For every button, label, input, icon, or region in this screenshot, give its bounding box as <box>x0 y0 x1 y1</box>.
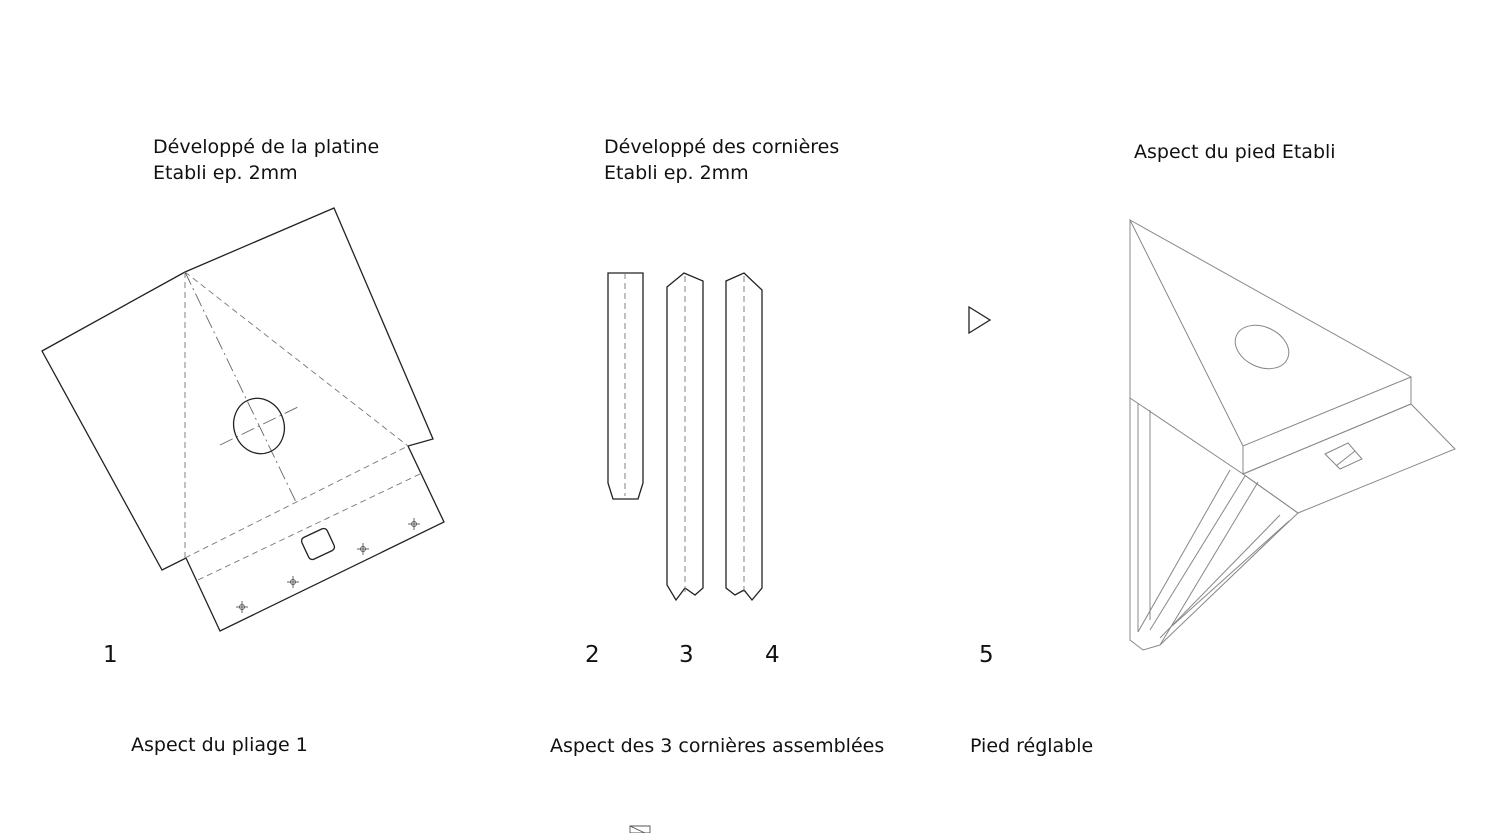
angles-title: Développé des cornières <box>604 136 840 158</box>
caption-fold: Aspect du pliage 1 <box>131 734 308 756</box>
angle-development-3 <box>666 272 704 602</box>
angles-subtitle: Etabli ep. 2mm <box>604 162 749 184</box>
part-number-3: 3 <box>679 642 694 668</box>
caption-adjustable-foot: Pied réglable <box>970 735 1094 757</box>
triangle-marker <box>968 305 992 335</box>
foot-title: Aspect du pied Etabli <box>1134 141 1336 163</box>
foot-isometric-view <box>1128 218 1456 651</box>
plate-development-drawing <box>41 207 445 632</box>
caption-angles-assembled: Aspect des 3 cornières assemblées <box>550 735 885 757</box>
plate-title: Développé de la platine <box>153 136 380 158</box>
part-number-1: 1 <box>103 642 118 668</box>
sheet-mark <box>629 825 651 833</box>
angle-development-4 <box>725 272 763 602</box>
angle-development-2 <box>607 272 644 500</box>
plate-subtitle: Etabli ep. 2mm <box>153 162 298 184</box>
part-number-4: 4 <box>765 642 780 668</box>
part-number-5: 5 <box>979 642 994 668</box>
part-number-2: 2 <box>585 642 600 668</box>
